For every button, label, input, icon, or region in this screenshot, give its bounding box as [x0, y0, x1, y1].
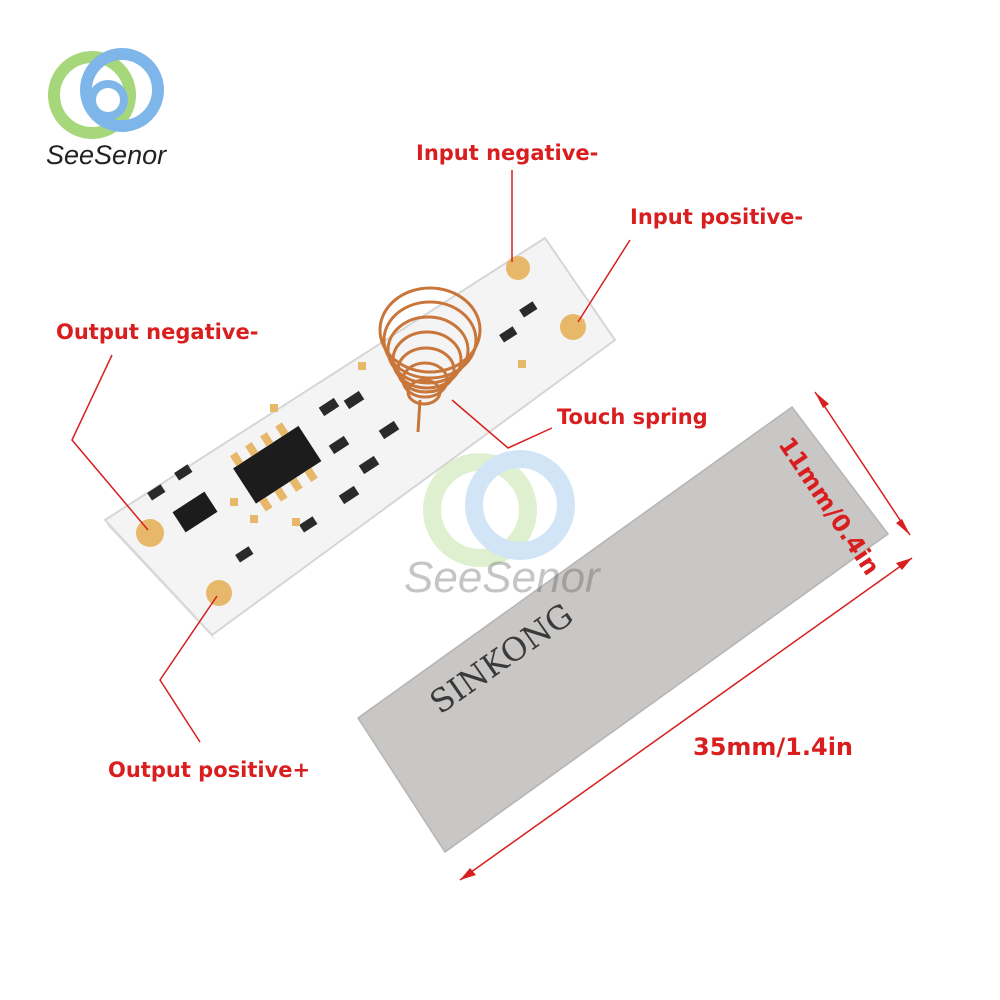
- pcb-board: [103, 236, 617, 641]
- output-positive-label: Output positive+: [108, 758, 311, 782]
- output-negative-label: Output negative-: [56, 320, 259, 344]
- leader-lines: [71, 170, 631, 743]
- input-negative-label: Input negative-: [416, 141, 599, 165]
- touch-spring-label: Touch spring: [557, 405, 708, 429]
- touch-spring-leader: [451, 399, 553, 449]
- smd-pads: [230, 360, 526, 526]
- metal-plate: SINKONG: [356, 405, 890, 854]
- input-positive-label: Input positive-: [630, 205, 804, 229]
- logo-mark: [48, 48, 164, 139]
- transistor: [172, 491, 218, 533]
- input-positive-pad: [560, 314, 586, 340]
- output-positive-pad: [206, 580, 232, 606]
- smd-components: [147, 301, 538, 563]
- output-negative-leader: [71, 354, 149, 531]
- output-positive-leader: [159, 595, 218, 743]
- watermark-mark: [423, 450, 575, 567]
- ic-chip: [229, 422, 322, 512]
- input-positive-leader: [577, 239, 631, 323]
- output-negative-pad: [136, 519, 164, 547]
- touch-spring: [378, 286, 482, 433]
- input-negative-pad: [506, 256, 530, 280]
- length-dimension-label: 35mm/1.4in: [693, 733, 854, 761]
- watermark-text: SeeSenor: [404, 553, 600, 602]
- dimension-arrows: [459, 391, 913, 881]
- brand-name: SeeSenor: [46, 140, 167, 170]
